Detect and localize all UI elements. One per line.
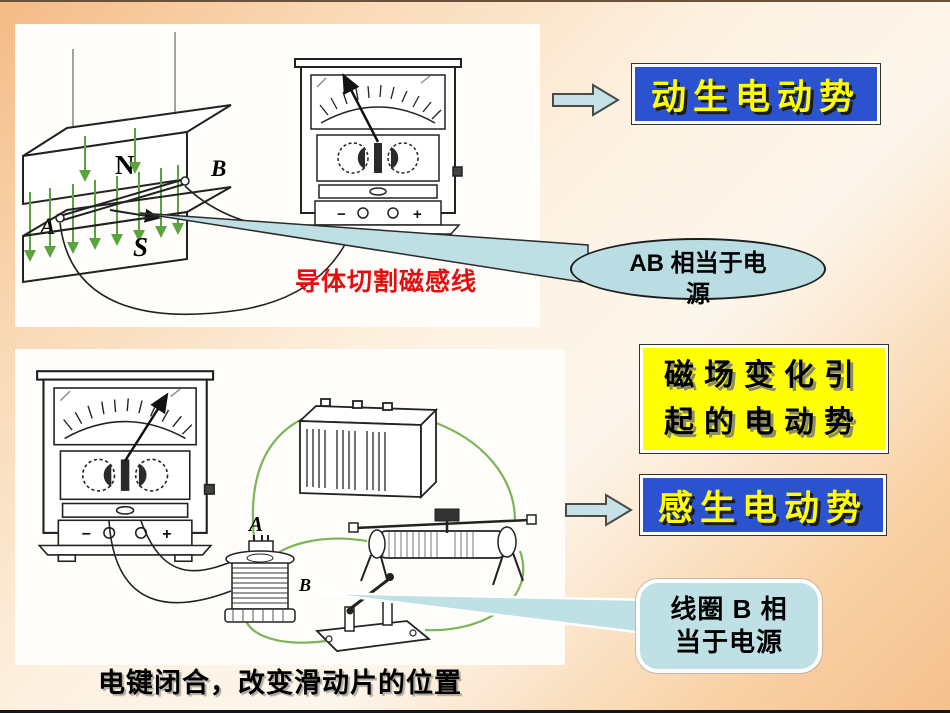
magnet-south bbox=[22, 186, 232, 284]
right-arrow-icon bbox=[565, 493, 633, 527]
callout-ab-text: AB 相当于电 源 bbox=[629, 250, 767, 308]
tag-induced-emf-label: 感生电动势 bbox=[657, 488, 868, 528]
switch bbox=[315, 573, 432, 652]
magnet-north-label: N bbox=[115, 150, 135, 180]
tag-field-change-line2: 起的电动势 bbox=[664, 406, 864, 439]
top-caption: 导体切割磁感线 bbox=[295, 268, 478, 296]
bottom-experiment-panel: A B bbox=[15, 349, 565, 665]
callout-coil-line2: 当于电源 bbox=[674, 627, 783, 657]
tag-motional-emf: 动生电动势 bbox=[631, 63, 881, 125]
galvanometer-top bbox=[294, 58, 463, 241]
tag-field-change-emf: 磁场变化引 起的电动势 bbox=[639, 344, 889, 454]
rheostat bbox=[348, 508, 537, 586]
tag-induced-emf: 感生电动势 bbox=[639, 474, 887, 536]
meter-needle bbox=[123, 392, 169, 462]
callout-coil-source: 线圈 B 相 当于电源 bbox=[636, 579, 822, 673]
tag-motional-emf-label: 动生电动势 bbox=[650, 77, 861, 117]
meter-coil-wires bbox=[108, 520, 240, 604]
meter-needle bbox=[342, 73, 380, 143]
magnet-south-label: S bbox=[133, 232, 148, 262]
galvanometer-bottom bbox=[36, 370, 216, 563]
rod-b-label: B bbox=[210, 156, 226, 181]
magnet-north bbox=[22, 104, 232, 206]
callout-coil-line1: 线圈 B 相 bbox=[670, 594, 788, 624]
right-arrow-icon bbox=[552, 83, 620, 117]
tag-field-change-line1: 磁场变化引 bbox=[664, 359, 864, 392]
coil-b-label: B bbox=[298, 575, 311, 595]
coil-a-label: A bbox=[247, 512, 263, 536]
coil-circuit-diagram: A B bbox=[36, 370, 537, 652]
coil bbox=[224, 535, 296, 623]
bottom-caption: 电键闭合，改变滑动片的位置 bbox=[98, 668, 462, 698]
field-arrows bbox=[24, 128, 184, 262]
battery bbox=[297, 398, 439, 500]
callout-ab-source: AB 相当于电 源 bbox=[570, 238, 826, 308]
